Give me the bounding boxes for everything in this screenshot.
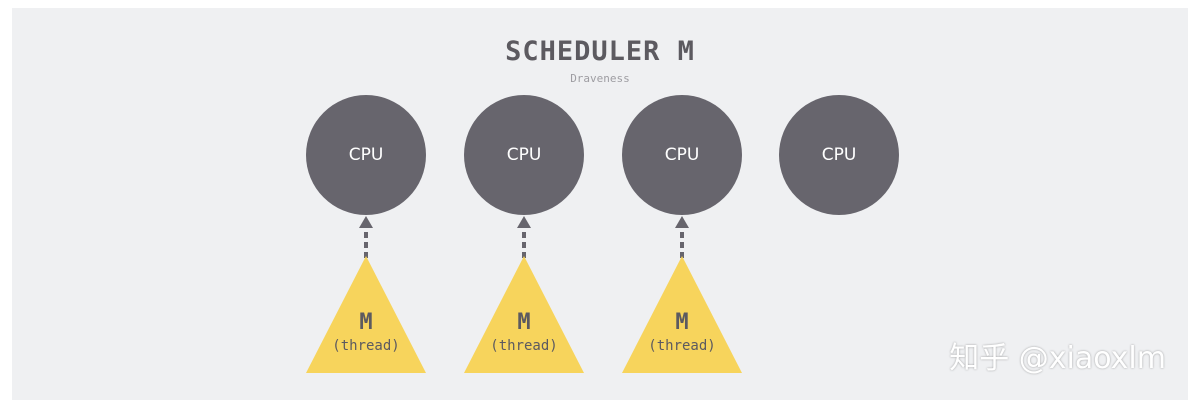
arrowhead-2 xyxy=(517,216,531,228)
watermark: 知乎 @xiaoxlm xyxy=(949,341,1166,376)
thread-name-3: M xyxy=(675,310,689,335)
thread-name-1: M xyxy=(359,310,373,335)
thread-triangle-3 xyxy=(622,256,742,373)
thread-link-1 xyxy=(306,216,426,373)
thread-link-2 xyxy=(464,216,584,373)
arrowhead-1 xyxy=(359,216,373,228)
thread-triangle-2 xyxy=(464,256,584,373)
diagram-subtitle: Draveness xyxy=(570,72,630,85)
cpu-node-1: CPU xyxy=(306,95,426,215)
thread-name-2: M xyxy=(517,310,531,335)
diagram-canvas xyxy=(12,8,1188,400)
cpu-node-2: CPU xyxy=(464,95,584,215)
diagram-title: SCHEDULER M xyxy=(505,36,695,67)
cpu-node-4: CPU xyxy=(779,95,899,215)
thread-link-3 xyxy=(622,216,742,373)
arrowhead-3 xyxy=(675,216,689,228)
thread-label-3: (thread) xyxy=(648,338,716,354)
thread-triangle-1 xyxy=(306,256,426,373)
thread-label-1: (thread) xyxy=(332,338,400,354)
thread-label-2: (thread) xyxy=(490,338,558,354)
cpu-node-3: CPU xyxy=(622,95,742,215)
